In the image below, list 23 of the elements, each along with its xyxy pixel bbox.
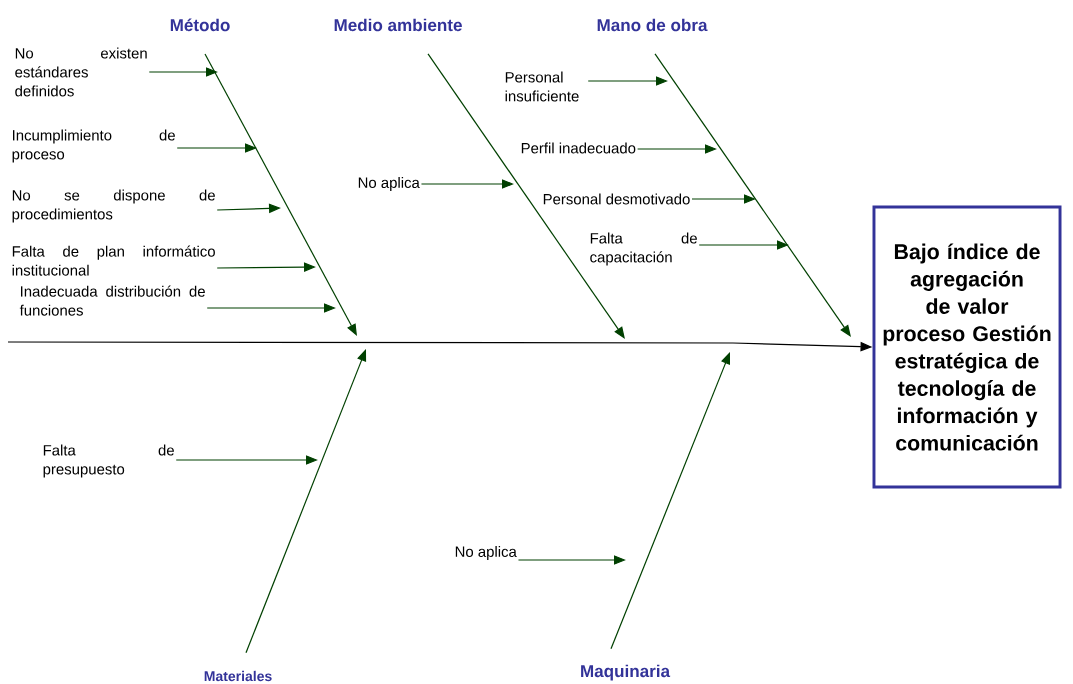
cause-text: No se dispone de procedimientos xyxy=(12,189,215,223)
cause-text: Falta de presupuesto xyxy=(43,444,174,478)
bone-arrow xyxy=(610,352,731,650)
cause-text: Falta de capacitación xyxy=(590,232,697,266)
bone-arrow xyxy=(427,53,625,339)
category-heading: Mano de obra xyxy=(597,18,708,32)
category-heading: Maquinaria xyxy=(581,664,671,681)
category-heading: Materiales xyxy=(204,670,272,682)
cause-text: Personal insuficiente xyxy=(505,71,579,102)
bone-arrow xyxy=(654,53,851,337)
cause-text: No existen estándares definidos xyxy=(15,47,147,97)
cause-text: Incumplimiento de proceso xyxy=(12,129,175,163)
cause-text: Falta de plan informático institucional xyxy=(12,245,215,276)
cause-text: No aplica xyxy=(455,546,517,560)
bone-arrow xyxy=(204,53,357,336)
cause-text: Perfil inadecuado xyxy=(521,142,636,154)
cause-text: Personal desmotivado xyxy=(543,193,690,205)
category-heading: Método xyxy=(170,18,230,32)
cause-text: Inadecuada distribución de funciones xyxy=(19,285,205,316)
bone-arrow xyxy=(245,349,367,654)
cause-text: No aplica xyxy=(358,177,420,191)
effect-box: Bajo índice de agregación de valor proceso Gestión estratégica de tecnología de información y comunicación xyxy=(872,205,1062,489)
category-heading: Medio ambiente xyxy=(334,18,462,32)
